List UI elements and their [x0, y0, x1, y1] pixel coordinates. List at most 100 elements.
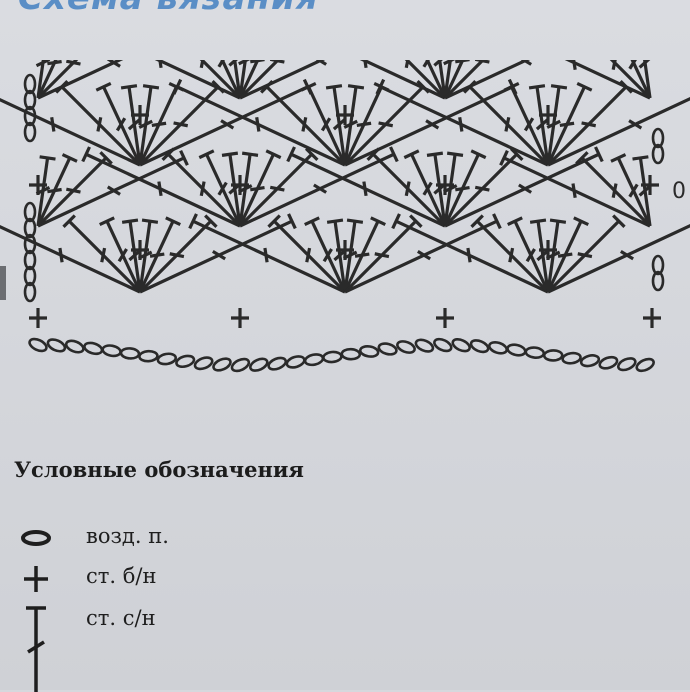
double-crochet-top	[391, 213, 401, 230]
double-crochet-slash	[356, 121, 372, 128]
double-crochet-top	[161, 147, 176, 162]
double-crochet-slash	[199, 181, 206, 197]
double-crochet	[443, 153, 518, 228]
double-crochet	[265, 85, 347, 167]
double-crochet-top	[95, 81, 112, 92]
foundation-chain	[28, 337, 48, 353]
foundation-chain	[175, 354, 196, 369]
double-crochet	[68, 220, 142, 294]
double-crochet	[37, 60, 124, 100]
double-crochet-top	[632, 155, 649, 161]
double-crochet-slash	[354, 252, 370, 258]
double-crochet-top	[409, 214, 423, 228]
foundation-chain	[101, 344, 122, 358]
double-crochet-slash	[518, 183, 533, 194]
double-crochet-slash	[433, 60, 443, 67]
double-crochet	[546, 220, 620, 294]
foundation-chain	[469, 339, 490, 354]
foundation-chain	[267, 356, 288, 371]
foundation-chain	[193, 356, 214, 371]
double-crochet-top	[549, 218, 567, 224]
double-crochet	[547, 224, 690, 294]
double-crochet-top	[265, 149, 282, 160]
double-crochet	[609, 60, 652, 100]
double-crochet-top	[241, 151, 259, 157]
double-crochet	[0, 97, 141, 167]
legend-label-single-crochet: ст. б/н	[86, 564, 157, 588]
foundation-chain	[579, 354, 601, 368]
double-crochet-slash	[50, 116, 56, 132]
foundation-chain	[83, 341, 104, 356]
double-crochet-slash	[536, 249, 550, 262]
double-crochet-top	[286, 146, 296, 163]
foundation-chain	[156, 352, 178, 366]
double-crochet-top	[304, 216, 320, 226]
double-crochet-slash	[611, 183, 618, 198]
turning-chain	[23, 281, 37, 303]
double-crochet-slash	[455, 186, 470, 192]
foundation-chain	[358, 345, 380, 358]
double-crochet-slash	[577, 252, 593, 259]
foundation-chain	[303, 353, 325, 367]
double-crochet-top	[304, 147, 319, 162]
foundation-chain	[524, 346, 546, 359]
double-crochet-top	[503, 81, 520, 92]
double-crochet	[239, 152, 395, 228]
double-crochet-slash	[151, 121, 167, 128]
turning-chain	[23, 201, 37, 223]
double-crochet-top	[300, 81, 317, 92]
double-crochet-slash	[96, 116, 103, 132]
double-crochet	[344, 219, 498, 294]
double-crochet-slash	[523, 117, 535, 132]
double-crochet-slash	[535, 118, 549, 131]
foundation-chain	[322, 350, 343, 364]
double-crochet-slash	[559, 121, 575, 128]
double-crochet-slash	[217, 60, 225, 68]
double-crochet-slash	[149, 252, 165, 258]
turning-chain	[23, 73, 37, 95]
double-crochet-top	[576, 81, 593, 92]
double-crochet-top	[610, 153, 627, 163]
double-crochet-slash	[66, 187, 81, 194]
double-crochet-slash	[422, 60, 430, 68]
double-crochet-slash	[255, 116, 261, 132]
double-crochet-slash	[106, 60, 121, 68]
legend-label-chain: возд. п.	[86, 524, 169, 548]
double-crochet-slash	[525, 248, 536, 263]
double-crochet-top	[165, 216, 181, 226]
double-crochet-top	[61, 153, 78, 163]
double-crochet-top	[221, 151, 239, 157]
double-crochet-slash	[404, 181, 411, 197]
double-crochet	[37, 156, 185, 228]
double-crochet-top	[509, 147, 524, 162]
scan-edge-mark	[0, 266, 6, 300]
double-crochet-slash	[66, 60, 81, 66]
double-crochet-top	[267, 214, 281, 228]
double-crochet-slash	[238, 60, 251, 66]
double-crochet	[546, 85, 628, 167]
foundation-chain	[285, 355, 306, 369]
double-crochet	[379, 85, 549, 167]
double-crochet-top	[99, 151, 113, 165]
double-crochet-top	[346, 218, 364, 224]
double-crochet-icon	[26, 606, 46, 692]
double-crochet	[167, 153, 242, 228]
double-crochet-slash	[47, 187, 62, 194]
double-crochet-top	[366, 147, 381, 162]
double-crochet	[85, 152, 241, 228]
double-crochet-top	[573, 216, 589, 226]
legend-label-double-crochet: ст. с/н	[86, 606, 156, 630]
double-crochet-top	[507, 216, 523, 226]
foundation-chain	[119, 347, 141, 360]
turning-chain	[651, 127, 665, 149]
double-crochet-slash	[520, 60, 533, 66]
double-crochet-slash	[137, 250, 153, 260]
double-crochet-slash	[228, 60, 238, 67]
double-crochet-slash	[333, 249, 347, 262]
double-crochet-slash	[628, 183, 639, 198]
turning-chain	[23, 233, 37, 255]
turning-chain	[651, 143, 665, 165]
double-crochet-slash	[173, 121, 189, 128]
double-crochet	[476, 220, 550, 294]
